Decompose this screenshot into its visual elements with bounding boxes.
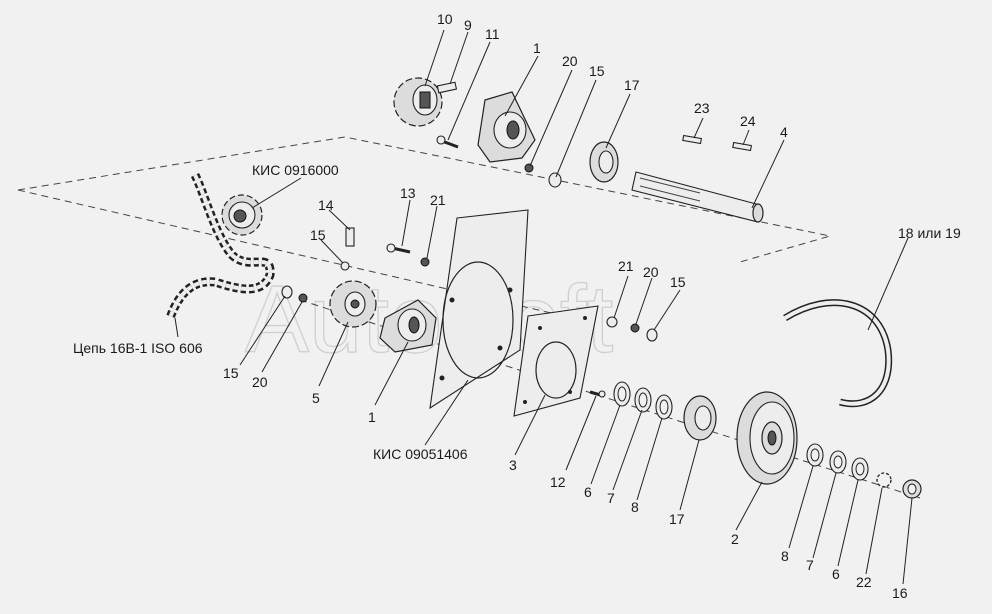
plate-kis-09051406 (429, 209, 529, 410)
washer-6-right (851, 457, 869, 481)
label-2: 2 (731, 531, 739, 547)
v-belt-18-or-19 (783, 299, 893, 408)
washer-15-top (548, 172, 562, 188)
label-16: 16 (892, 585, 908, 601)
washer-7-right (829, 450, 847, 474)
label-21-right: 21 (618, 258, 634, 274)
sprocket-10 (393, 77, 443, 127)
label-17-lower: 17 (669, 511, 685, 527)
sprocket-kis-0916000 (221, 194, 263, 236)
bearing-housing-1-lower (379, 299, 437, 353)
roller-chain (165, 172, 275, 320)
label-12: 12 (550, 474, 566, 490)
label-20-top: 20 (562, 53, 578, 69)
label-5: 5 (312, 390, 320, 406)
label-8-right: 8 (781, 548, 789, 564)
label-20-right: 20 (643, 264, 659, 280)
label-15-right: 15 (670, 274, 686, 290)
bolt-11 (436, 135, 459, 149)
label-10: 10 (437, 11, 453, 27)
label-14: 14 (318, 197, 334, 213)
plate-3 (513, 305, 599, 417)
label-15-mid: 15 (310, 227, 326, 243)
label-8-left: 8 (631, 499, 639, 515)
label-chain-16b-1: Цепь 16B-1 ISO 606 (73, 340, 203, 356)
leader-lines (174, 29, 913, 585)
washer-21-mid (420, 257, 430, 267)
bolt-13 (386, 243, 411, 254)
bearing-housing-1-top (477, 91, 536, 163)
nut-16 (902, 479, 922, 499)
label-15-left: 15 (223, 365, 239, 381)
label-kis-0916000: КИС 0916000 (252, 162, 339, 178)
washer-7-left (634, 387, 652, 413)
pulley-2 (736, 391, 798, 485)
label-9: 9 (464, 17, 472, 33)
bolt-12 (589, 390, 606, 398)
label-20-left: 20 (252, 374, 268, 390)
washer-15-left (281, 285, 293, 299)
label-6-left: 6 (584, 484, 592, 500)
label-6-right: 6 (832, 566, 840, 582)
label-1-top: 1 (533, 40, 541, 56)
key-24 (732, 141, 753, 152)
sprocket-5 (329, 280, 377, 328)
label-24: 24 (740, 113, 756, 129)
shaft-4 (631, 171, 764, 223)
washer-6-left (613, 381, 631, 407)
label-22: 22 (856, 574, 872, 590)
label-1-lower: 1 (368, 409, 376, 425)
bearing-17-lower (683, 395, 717, 441)
key-23 (682, 134, 703, 145)
label-18-or-19: 18 или 19 (898, 225, 961, 241)
grease-fitting-14 (345, 227, 355, 247)
label-17-top: 17 (624, 77, 640, 93)
label-13: 13 (400, 185, 416, 201)
label-kis-09051406: КИС 09051406 (373, 446, 468, 462)
washer-8-right (806, 443, 824, 467)
nut-20-left (298, 293, 308, 303)
washer-21-right (606, 316, 618, 328)
label-11: 11 (485, 26, 500, 42)
label-7-left: 7 (607, 490, 615, 506)
label-3: 3 (509, 457, 517, 473)
label-23: 23 (694, 100, 710, 116)
washer-15-mid (340, 261, 350, 271)
washer-8-left (655, 394, 673, 420)
washer-15-right (646, 328, 658, 342)
lock-washer-22 (876, 472, 892, 488)
label-21-mid: 21 (430, 192, 446, 208)
nut-20-top (524, 163, 534, 173)
label-7-right: 7 (806, 557, 814, 573)
part-labels: 10 9 11 1 20 15 17 23 24 4 КИС 0916000 1… (73, 11, 961, 601)
label-4: 4 (780, 124, 788, 140)
bolt-9 (436, 81, 458, 94)
label-15-top: 15 (589, 63, 605, 79)
bearing-17-top (589, 141, 619, 183)
nut-20-right (630, 323, 640, 333)
